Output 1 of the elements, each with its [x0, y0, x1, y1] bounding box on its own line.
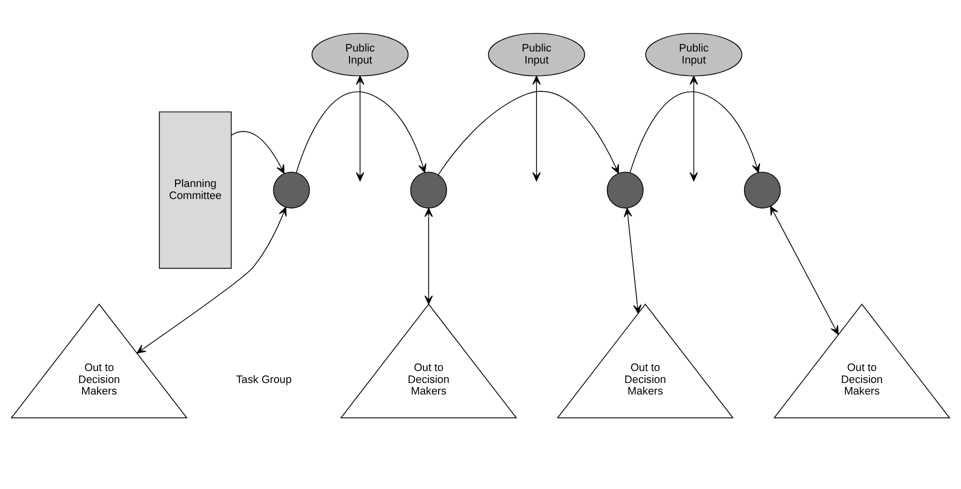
label: Task Group — [236, 374, 292, 386]
